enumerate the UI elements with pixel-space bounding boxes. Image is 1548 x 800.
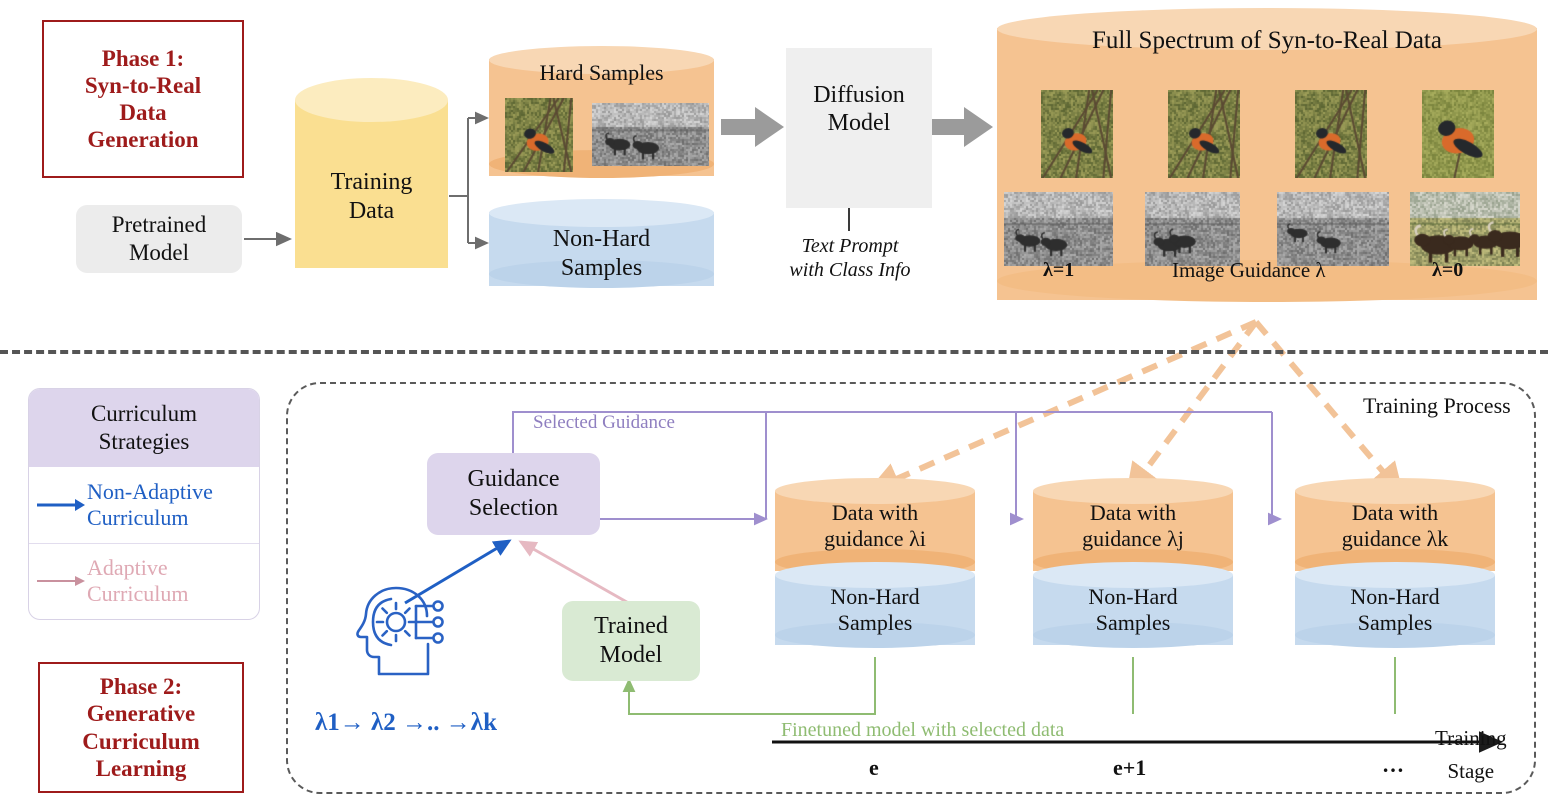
cylinder-top xyxy=(489,46,714,74)
training-data-label: Training Data xyxy=(330,169,413,224)
spectrum-buffalo-image-2 xyxy=(1145,192,1240,266)
stage-3-nonhard-label: Non-Hard Samples xyxy=(1350,584,1440,636)
cylinder-top xyxy=(1033,478,1233,504)
hard-samples-label: Hard Samples xyxy=(539,60,664,85)
pretrained-model-label: Pretrained Model xyxy=(111,212,207,265)
guidance-selection-box: Guidance Selection xyxy=(427,453,600,535)
cylinder-bottom xyxy=(775,622,975,648)
guidance-selection-label: Guidance Selection xyxy=(467,466,560,521)
lambda-axis-label: Image Guidance λ xyxy=(1172,258,1326,282)
phase-2-label-box: Phase 2: Generative Curriculum Learning xyxy=(38,662,244,793)
phase-1-label-box: Phase 1: Syn-to-Real Data Generation xyxy=(42,20,244,178)
spectrum-buffalo-image-3 xyxy=(1277,192,1389,266)
cylinder-top xyxy=(1295,478,1495,504)
stage-2-nonhard-cylinder: Non-Hard Samples xyxy=(1033,562,1233,657)
full-spectrum-title: Full Spectrum of Syn-to-Real Data xyxy=(1092,27,1442,54)
training-stage-tick-e: e xyxy=(869,755,879,780)
legend-item-adaptive: Adaptive Curriculum xyxy=(29,544,259,618)
cylinder-top xyxy=(295,78,448,122)
curriculum-strategies-legend: Curriculum Strategies Non-Adaptive Curri… xyxy=(28,388,260,620)
spectrum-bird-image-2 xyxy=(1168,90,1240,178)
phase-2-label-text: Phase 2: Generative Curriculum Learning xyxy=(82,674,200,781)
legend-item-adaptive-label: Adaptive Curriculum xyxy=(87,554,189,606)
arrow-to-diffusion-model xyxy=(721,107,784,147)
training-stage-tick-dots: … xyxy=(1382,752,1404,777)
lambda-right-label: λ=0 xyxy=(1432,259,1464,281)
ai-brain-icon xyxy=(355,578,455,690)
cylinder-top xyxy=(1295,562,1495,588)
hard-sample-thumbnail-bird xyxy=(505,98,573,172)
spectrum-bird-image-1 xyxy=(1041,90,1113,178)
cylinder-bottom xyxy=(295,224,448,268)
hard-sample-thumbnail-elephant xyxy=(592,103,709,166)
pretrained-model-box: Pretrained Model xyxy=(76,205,242,273)
arrow-training-split xyxy=(449,111,489,250)
diffusion-model-text: Diffusion Model xyxy=(813,81,905,136)
training-data-cylinder: Training Data xyxy=(295,78,448,290)
text-prompt-label: Text Prompt with Class Info xyxy=(769,234,931,282)
training-process-container xyxy=(286,382,1536,794)
stage-2-nonhard-label: Non-Hard Samples xyxy=(1088,584,1178,636)
spectrum-buffalo-image-4 xyxy=(1410,192,1520,266)
stage-3-data-cylinder: Data with guidance λk xyxy=(1295,478,1495,583)
spectrum-bird-image-3 xyxy=(1295,90,1367,178)
cylinder-bottom xyxy=(1295,622,1495,648)
stage-2-data-label: Data with guidance λj xyxy=(1082,500,1184,552)
arrow-diffusion-to-spectrum xyxy=(930,107,993,147)
legend-title-text: Curriculum Strategies xyxy=(90,401,198,454)
stage-3-data-label: Data with guidance λk xyxy=(1341,500,1449,552)
legend-item-non-adaptive: Non-Adaptive Curriculum xyxy=(29,467,259,544)
cylinder-top xyxy=(775,562,975,588)
cylinder-top xyxy=(775,478,975,504)
cylinder-top xyxy=(489,199,714,227)
trained-model-box: Trained Model xyxy=(562,601,700,681)
non-hard-samples-cylinder: Non-Hard Samples xyxy=(489,199,714,299)
training-stage-axis-label: Training Stage xyxy=(1435,726,1507,783)
selected-guidance-label: Selected Guidance xyxy=(533,412,675,433)
lambda-left-label: λ=1 xyxy=(1043,259,1075,281)
trained-model-label: Trained Model xyxy=(594,613,668,668)
stage-1-nonhard-cylinder: Non-Hard Samples xyxy=(775,562,975,657)
diffusion-model-label: Diffusion Model xyxy=(786,78,932,140)
cylinder-bottom xyxy=(1033,622,1233,648)
phase-separator xyxy=(0,350,1548,354)
non-hard-samples-label: Non-Hard Samples xyxy=(552,226,651,281)
legend-title: Curriculum Strategies xyxy=(29,389,259,467)
text-prompt-text: Text Prompt with Class Info xyxy=(789,235,911,281)
lambda-sequence-label: λ1→ λ2 →.. →λk xyxy=(315,709,497,736)
training-process-label: Training Process xyxy=(1363,393,1511,418)
training-stage-tick-e1: e+1 xyxy=(1113,755,1147,780)
stage-1-nonhard-label: Non-Hard Samples xyxy=(830,584,920,636)
cylinder-bottom xyxy=(489,260,714,288)
phase-1-label-text: Phase 1: Syn-to-Real Data Generation xyxy=(84,45,202,153)
spectrum-bird-image-4 xyxy=(1422,90,1494,178)
finetuned-model-caption: Finetuned model with selected data xyxy=(781,719,1065,741)
cylinder-bottom xyxy=(997,260,1537,302)
stage-1-data-label: Data with guidance λi xyxy=(824,500,926,552)
cylinder-top xyxy=(997,8,1537,50)
stage-3-nonhard-cylinder: Non-Hard Samples xyxy=(1295,562,1495,657)
spectrum-buffalo-image-1 xyxy=(1004,192,1113,266)
legend-item-non-adaptive-label: Non-Adaptive Curriculum xyxy=(87,478,213,530)
cylinder-top xyxy=(1033,562,1233,588)
